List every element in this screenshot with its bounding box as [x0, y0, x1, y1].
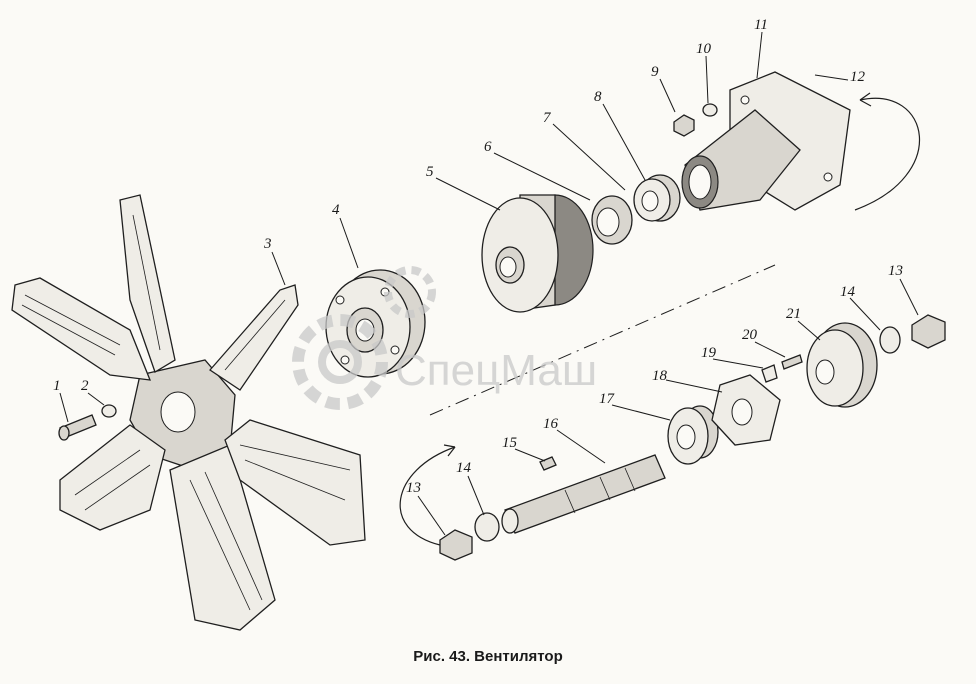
fan-blades	[11, 194, 366, 631]
callout-8: 8	[594, 89, 602, 105]
nut-part-13-right	[911, 314, 946, 349]
shaft-part-16	[501, 454, 666, 534]
watermark-text: СпецМаш	[395, 346, 597, 395]
lockwasher-part-14-left	[474, 512, 500, 542]
callout-14-left: 14	[456, 460, 472, 476]
callout-13-right: 13	[888, 263, 903, 279]
bolt-part-20	[781, 354, 803, 370]
callout-14-right: 14	[840, 284, 856, 300]
callout-15: 15	[502, 435, 518, 451]
rotation-arrow-upper	[854, 97, 921, 211]
washer-part-10	[702, 103, 718, 117]
callout-6: 6	[484, 139, 492, 155]
callout-9: 9	[651, 64, 659, 80]
bearing-part-8	[633, 174, 681, 222]
callout-7: 7	[543, 110, 552, 126]
callout-21: 21	[786, 306, 801, 322]
callout-1: 1	[53, 378, 61, 394]
rotation-arrow-lower	[399, 446, 456, 546]
callout-2: 2	[81, 378, 89, 394]
callout-18: 18	[652, 368, 668, 384]
key-part-15	[539, 456, 557, 471]
pulley-part-5	[481, 194, 594, 313]
bolt-part-1	[58, 414, 97, 441]
bearing-part-17	[667, 405, 719, 465]
callout-10: 10	[696, 41, 712, 57]
callout-5: 5	[426, 164, 434, 180]
callout-12: 12	[850, 69, 866, 85]
callout-16: 16	[543, 416, 559, 432]
callout-3: 3	[263, 236, 272, 252]
watermark: СпецМаш	[292, 266, 597, 410]
callout-20: 20	[742, 327, 758, 343]
callouts: 1 2 3 4 5 6 7 8 9 10 11 12 13 14 21 20 1…	[53, 17, 903, 496]
washer-part-2	[101, 404, 117, 418]
gear-part-21	[806, 322, 878, 408]
callout-4: 4	[332, 202, 340, 218]
figure-caption: Рис. 43. Вентилятор	[413, 648, 563, 665]
axis-line-upper	[429, 264, 776, 416]
callout-19: 19	[701, 345, 717, 361]
lockwasher-part-14-right	[879, 326, 901, 354]
leader-lines	[59, 31, 919, 536]
seal-part-6	[591, 195, 633, 245]
callout-11: 11	[754, 17, 768, 33]
nut-part-13-left	[439, 529, 473, 561]
callout-13-left: 13	[406, 480, 421, 496]
nut-part-9	[673, 114, 695, 137]
callout-17: 17	[599, 391, 616, 407]
lockplate-part-19	[761, 364, 778, 383]
housing-part-11	[681, 71, 851, 211]
